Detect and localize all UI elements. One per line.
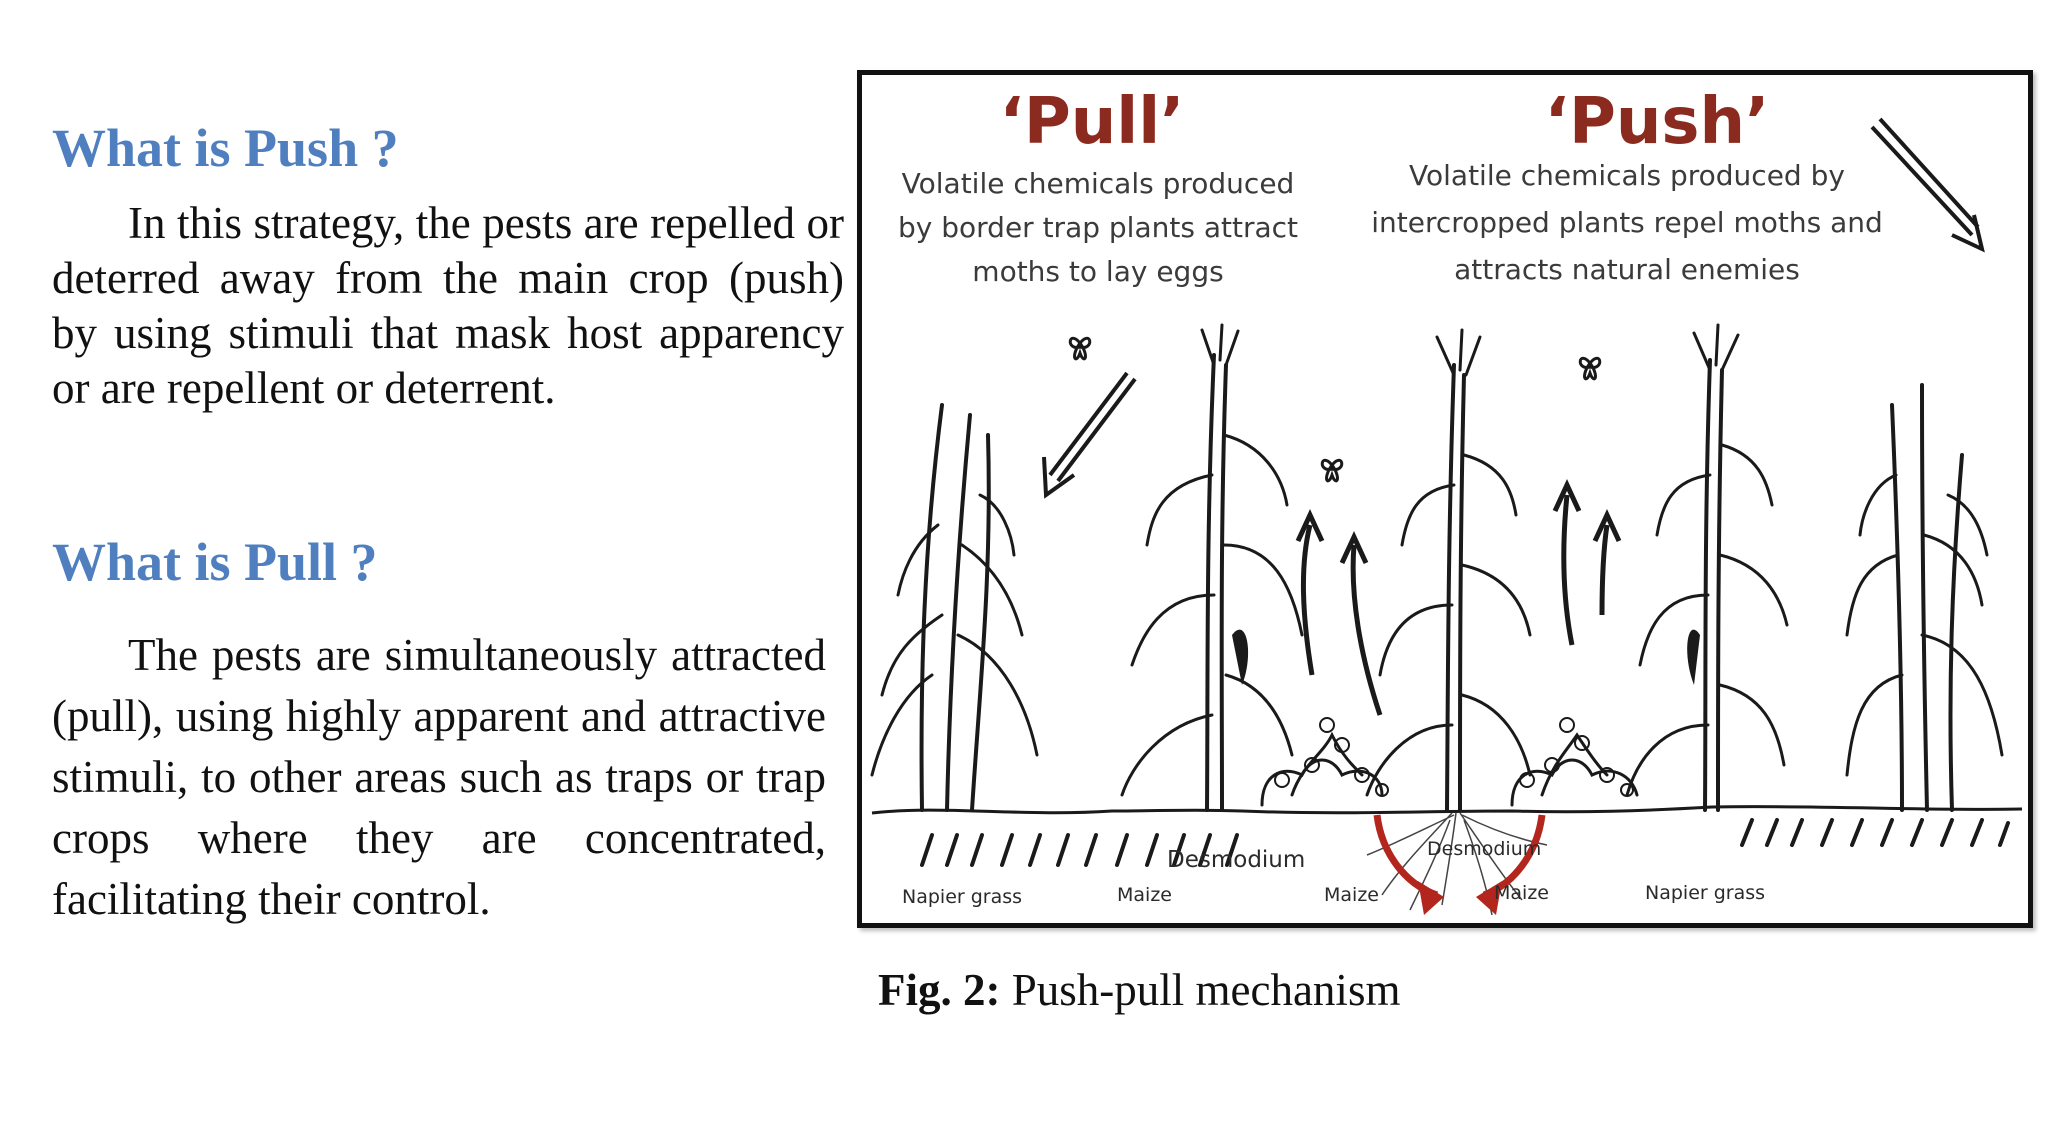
push-description: In this strategy, the pests are repelled… [52,198,844,413]
label-maize-right: Maize [1494,882,1549,904]
figure-caption-label: Fig. 2: [878,965,1001,1015]
label-desmodium-right: Desmodium [1427,838,1541,860]
desmodium-right-icon [1510,717,1639,807]
napier-grass-left-icon [870,403,1039,812]
label-napier-grass-left: Napier grass [902,886,1022,908]
moth-icon [1320,458,1344,483]
ground-line [871,805,2023,815]
push-description-line-3: attracts natural enemies [1454,253,1800,286]
maize-plant-icon [1365,328,1532,812]
push-description-line-2: intercropped plants repel moths and [1371,206,1883,239]
push-description-line-1: Volatile chemicals produced by [1409,159,1845,192]
push-pull-illustration: ‘Pull’ ‘Push’ Volatile chemicals produce… [870,85,2023,916]
roots-icon [1366,812,1548,916]
label-maize-center: Maize [1324,884,1379,906]
moth-icon [1068,336,1092,361]
pull-description-line-3: moths to lay eggs [972,255,1223,288]
pull-description-line-1: Volatile chemicals produced [902,167,1295,200]
label-napier-grass-right: Napier grass [1645,882,1765,904]
pull-heading: What is Pull ? [52,532,378,592]
desmodium-left-icon [1260,717,1389,807]
push-title: ‘Push’ [1545,85,1770,159]
figure-caption-text: Push-pull mechanism [1000,965,1401,1015]
upward-arrows-left-icon [1295,509,1383,716]
maize-plant-icon [1625,323,1789,812]
napier-grass-right-icon [1845,383,2004,812]
ground-hatching [920,818,2010,867]
figure-caption: Fig. 2: Push-pull mechanism [878,962,1400,1018]
push-pull-figure: ‘Pull’ ‘Push’ Volatile chemicals produce… [857,70,2033,928]
red-arrows-icon [1373,814,1546,915]
pull-title: ‘Pull’ [1000,85,1185,159]
diagonal-arrow-right-icon [1870,117,1985,253]
label-desmodium-left: Desmodium [1167,847,1305,873]
upward-arrows-right-icon [1552,479,1622,646]
moth-icon [1578,356,1602,381]
pull-description-line-2: by border trap plants attract [898,211,1298,244]
push-heading: What is Push ? [52,118,399,178]
diagonal-arrow-left-icon [1042,371,1137,499]
maize-plant-icon [1120,323,1304,812]
label-maize-left: Maize [1117,884,1172,906]
pull-description: The pests are simultaneously attracted (… [52,630,826,924]
